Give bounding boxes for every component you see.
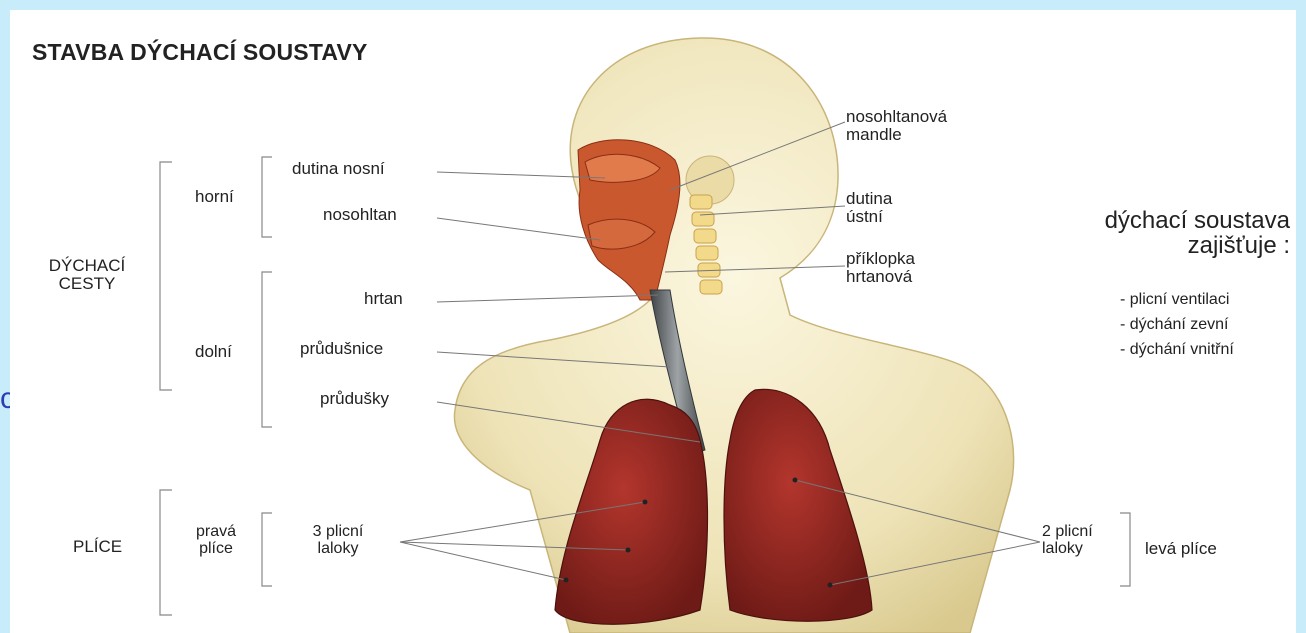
functions-heading-line-2: zajišťuje : bbox=[1105, 233, 1290, 258]
label-oral-cavity: dutina ústní bbox=[846, 190, 892, 226]
oral-cavity-line-2: ústní bbox=[846, 208, 892, 226]
left-lobes-line-1: 2 plicní bbox=[1042, 524, 1093, 541]
functions-heading: dýchací soustava zajišťuje : bbox=[1105, 208, 1290, 258]
adenoid-line-1: nosohltanová bbox=[846, 108, 947, 126]
label-adenoid: nosohltanová mandle bbox=[846, 108, 947, 144]
function-item: - plicní ventilaci bbox=[1120, 288, 1234, 313]
left-lung-label: levá plíce bbox=[1145, 540, 1217, 558]
right-lobes-line-2: laloky bbox=[293, 541, 383, 558]
right-lung-label: pravá plíce bbox=[186, 524, 246, 558]
upper-airways-label: horní bbox=[195, 188, 234, 206]
epiglottis-line-1: příklopka bbox=[846, 250, 915, 268]
right-lung-line-1: pravá bbox=[186, 524, 246, 541]
label-epiglottis: příklopka hrtanová bbox=[846, 250, 915, 286]
epiglottis-line-2: hrtanová bbox=[846, 268, 915, 286]
diagram-frame: STAVBA DÝCHACÍ SOUSTAVY DÝCHACÍ CESTY ho… bbox=[10, 10, 1296, 633]
label-nasopharynx: nosohltan bbox=[323, 206, 397, 224]
lungs-label: PLÍCE bbox=[73, 538, 122, 556]
airways-line-1: DÝCHACÍ bbox=[32, 257, 142, 275]
functions-heading-line-1: dýchací soustava bbox=[1105, 208, 1290, 233]
function-item: - dýchání zevní bbox=[1120, 313, 1234, 338]
function-item: - dýchání vnitřní bbox=[1120, 338, 1234, 363]
right-lung-line-2: plíce bbox=[186, 541, 246, 558]
label-nasal-cavity: dutina nosní bbox=[292, 160, 385, 178]
airways-line-2: CESTY bbox=[32, 275, 142, 293]
label-larynx: hrtan bbox=[364, 290, 403, 308]
left-lobes-line-2: laloky bbox=[1042, 541, 1093, 558]
label-trachea: průdušnice bbox=[300, 340, 383, 358]
airways-label: DÝCHACÍ CESTY bbox=[32, 257, 142, 293]
functions-list: - plicní ventilaci - dýchání zevní - dýc… bbox=[1120, 288, 1234, 362]
diagram-title: STAVBA DÝCHACÍ SOUSTAVY bbox=[32, 40, 368, 64]
label-bronchi: průdušky bbox=[320, 390, 389, 408]
right-lobes-line-1: 3 plicní bbox=[293, 524, 383, 541]
oral-cavity-line-1: dutina bbox=[846, 190, 892, 208]
label-right-lobes: 3 plicní laloky bbox=[293, 524, 383, 558]
label-left-lobes: 2 plicní laloky bbox=[1042, 524, 1093, 558]
adenoid-line-2: mandle bbox=[846, 126, 947, 144]
lower-airways-label: dolní bbox=[195, 343, 232, 361]
